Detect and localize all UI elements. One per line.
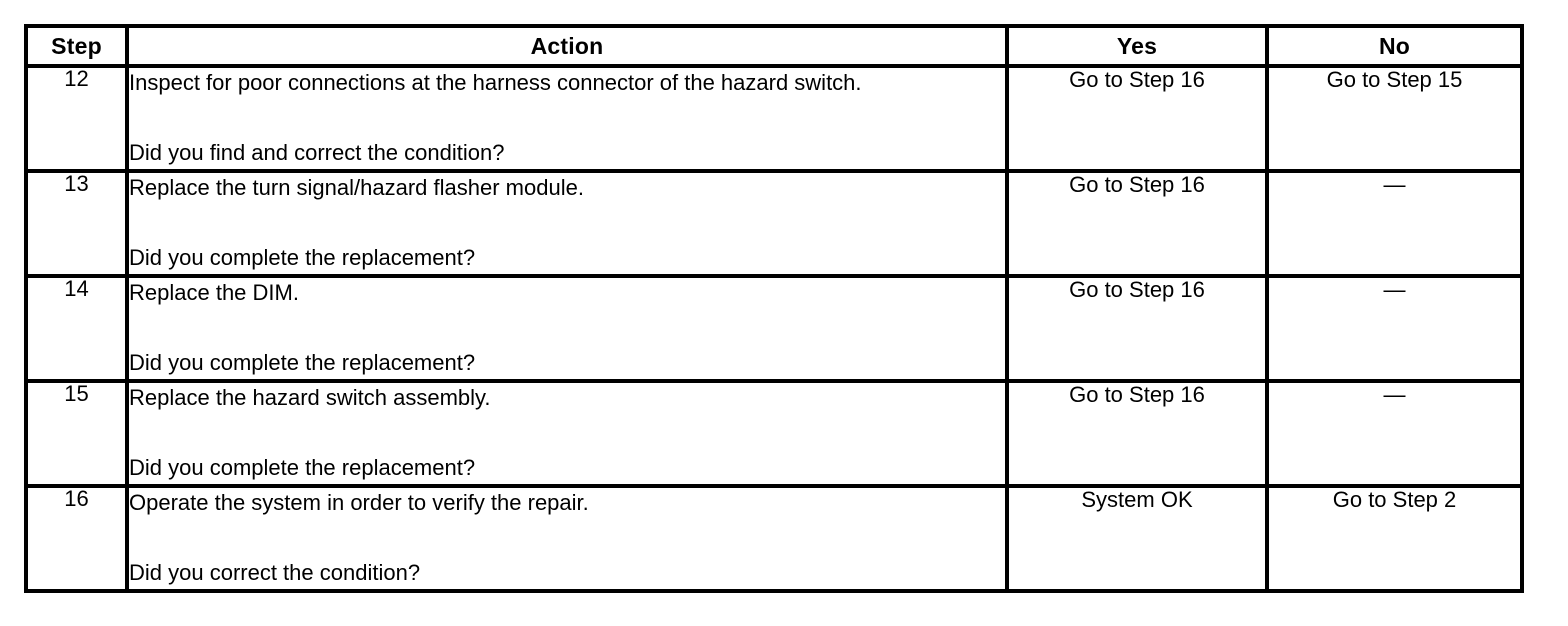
column-header-yes: Yes — [1005, 24, 1269, 68]
no-cell: — — [1265, 379, 1524, 488]
yes-cell: Go to Step 16 — [1005, 379, 1269, 488]
table-header: Step Action Yes No — [24, 24, 1524, 68]
action-cell: Replace the hazard switch assembly. Did … — [125, 379, 1009, 488]
column-header-step: Step — [24, 24, 129, 68]
yes-result: System OK — [1081, 487, 1193, 512]
action-cell: Replace the turn signal/hazard flasher m… — [125, 169, 1009, 278]
yes-cell: System OK — [1005, 484, 1269, 593]
column-header-action: Action — [125, 24, 1009, 68]
table-row: 12 Inspect for poor connections at the h… — [24, 64, 1524, 173]
no-cell: Go to Step 15 — [1265, 64, 1524, 173]
step-number: 13 — [24, 169, 129, 278]
yes-result: Go to Step 16 — [1069, 172, 1205, 197]
yes-result: Go to Step 16 — [1069, 277, 1205, 302]
table-row: 15 Replace the hazard switch assembly. D… — [24, 379, 1524, 488]
yes-result: Go to Step 16 — [1069, 67, 1205, 92]
action-instruction: Replace the turn signal/hazard flasher m… — [129, 175, 584, 200]
table-row: 14 Replace the DIM. Did you complete the… — [24, 274, 1524, 383]
yes-cell: Go to Step 16 — [1005, 64, 1269, 173]
step-number: 15 — [24, 379, 129, 488]
no-cell: Go to Step 2 — [1265, 484, 1524, 593]
action-question: Did you complete the replacement? — [129, 349, 476, 375]
action-cell: Replace the DIM. Did you complete the re… — [125, 274, 1009, 383]
column-header-no: No — [1265, 24, 1524, 68]
no-cell: — — [1265, 274, 1524, 383]
action-question: Did you correct the condition? — [129, 559, 421, 585]
action-instruction: Inspect for poor connections at the harn… — [129, 70, 862, 95]
action-instruction: Operate the system in order to verify th… — [129, 490, 589, 515]
table-body: 12 Inspect for poor connections at the h… — [24, 64, 1524, 593]
action-question: Did you find and correct the condition? — [129, 139, 505, 165]
no-result: — — [1383, 382, 1406, 407]
action-instruction: Replace the DIM. — [129, 280, 299, 305]
no-cell: — — [1265, 169, 1524, 278]
no-result: — — [1383, 172, 1406, 197]
step-number: 14 — [24, 274, 129, 383]
diagnostic-flow-table: Step Action Yes No 12 Inspect for poor c… — [24, 24, 1524, 593]
header-row: Step Action Yes No — [24, 24, 1524, 68]
table-row: 13 Replace the turn signal/hazard flashe… — [24, 169, 1524, 278]
action-question: Did you complete the replacement? — [129, 454, 476, 480]
action-instruction: Replace the hazard switch assembly. — [129, 385, 491, 410]
step-number: 12 — [24, 64, 129, 173]
yes-cell: Go to Step 16 — [1005, 274, 1269, 383]
no-result: Go to Step 2 — [1332, 487, 1457, 512]
action-cell: Operate the system in order to verify th… — [125, 484, 1009, 593]
no-result: Go to Step 15 — [1326, 67, 1463, 92]
yes-result: Go to Step 16 — [1069, 382, 1205, 407]
action-cell: Inspect for poor connections at the harn… — [125, 64, 1009, 173]
table-row: 16 Operate the system in order to verify… — [24, 484, 1524, 593]
no-result: — — [1383, 277, 1406, 302]
yes-cell: Go to Step 16 — [1005, 169, 1269, 278]
action-question: Did you complete the replacement? — [129, 244, 476, 270]
step-number: 16 — [24, 484, 129, 593]
